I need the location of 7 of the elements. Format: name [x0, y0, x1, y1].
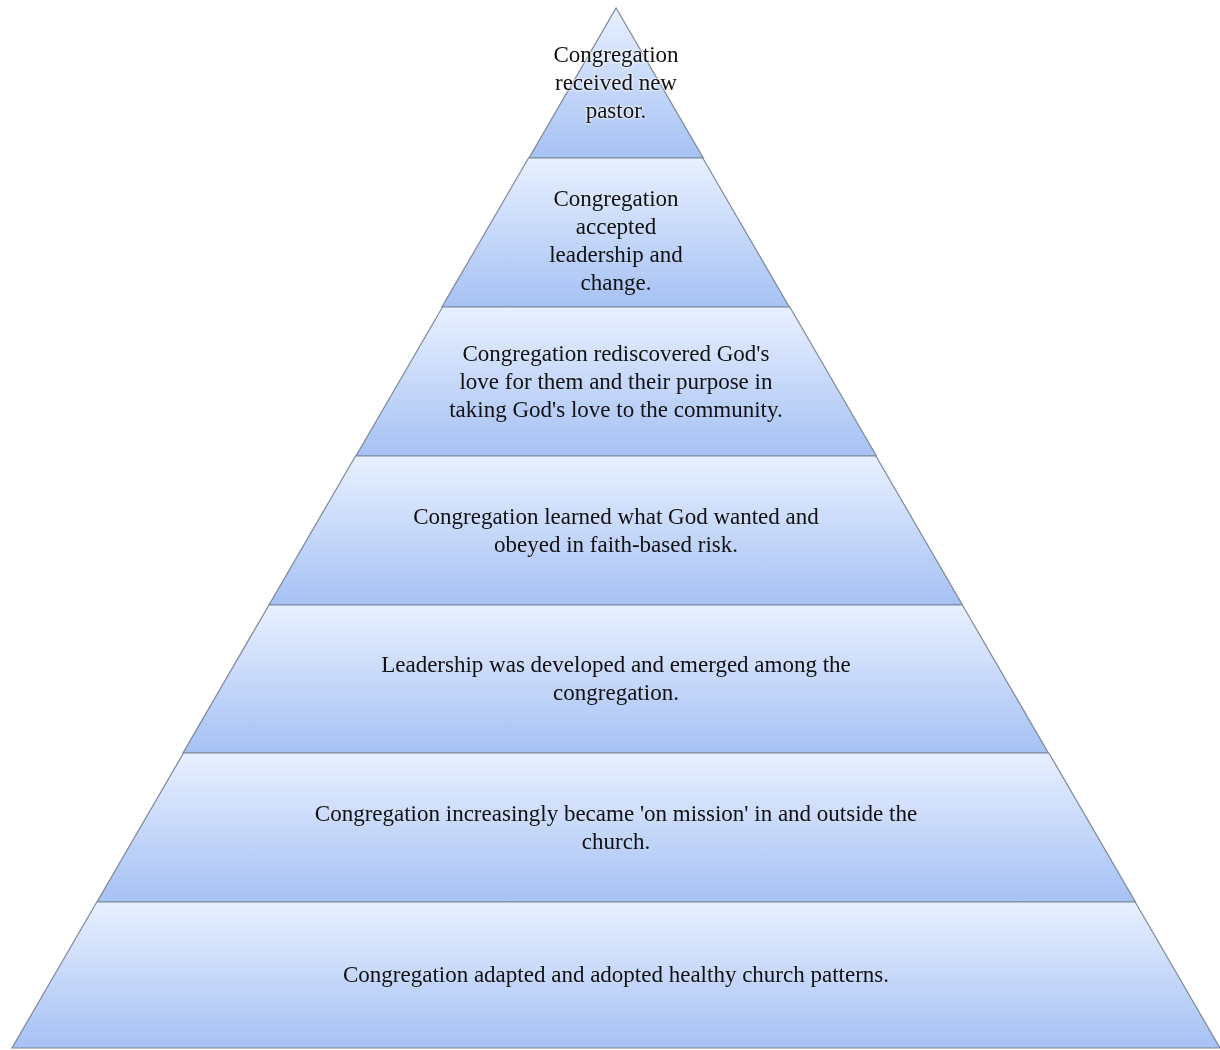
band-text: Congregation received new pastor.	[552, 41, 680, 125]
band-text: Congregation adapted and adopted healthy church patterns.	[341, 961, 891, 989]
band-text: Congregation learned what God wanted and obeyed in faith-based risk.	[412, 502, 820, 559]
band-text: Congregation rediscovered God's love for them and their purpose in taking God's love to the community.	[448, 339, 784, 424]
band-text: Congregation accepted leadership and change.	[548, 184, 684, 297]
band-text: Congregation increasingly became 'on mission' in and outside the church.	[313, 799, 919, 856]
band-text: Leadership was developed and emerged among the congregation.	[380, 651, 852, 707]
